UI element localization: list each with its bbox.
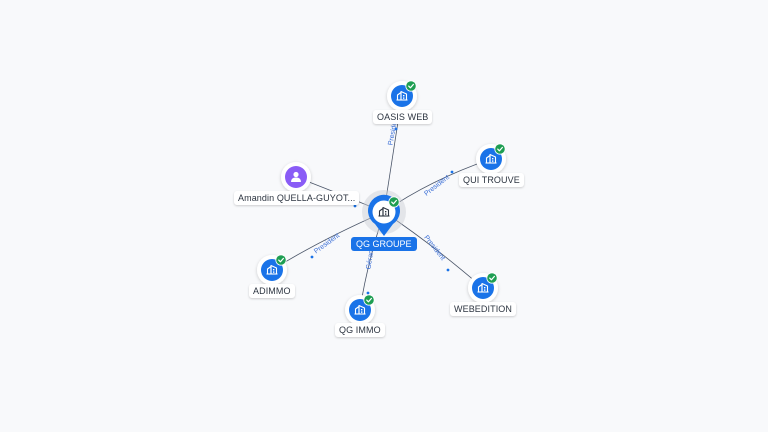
node-label-oasis[interactable]: OASIS WEB [373,110,433,124]
node-label-adimmo[interactable]: ADIMMO [249,284,295,298]
person-icon [291,171,301,182]
node-qui[interactable] [476,143,506,174]
node-label-qui[interactable]: QUI TROUVE [459,173,524,187]
verified-check-icon [363,294,375,306]
building-icon [396,90,408,101]
center-label[interactable]: QG GROUPE [351,237,417,251]
node-qgimmo[interactable] [345,294,375,325]
building-icon [378,206,390,217]
verified-check-icon [486,272,498,284]
node-label-qgimmo[interactable]: QG IMMO [335,323,385,337]
edge-arrow-adimmo [310,255,314,259]
verified-check-icon [388,196,400,208]
building-icon [485,153,497,164]
edge-label-webedition: President [422,234,446,262]
edge-label-qgimmo: Gérant [366,248,376,270]
building-icon [266,264,278,275]
verified-check-icon [405,80,417,92]
edge-arrow-oasis [394,127,398,131]
node-adimmo[interactable] [257,254,287,285]
node-oasis[interactable] [387,80,417,111]
building-icon [477,282,489,293]
verified-check-icon [275,254,287,266]
building-icon [354,304,366,315]
edge-arrow-webedition [446,268,450,272]
center-node[interactable] [362,190,406,236]
verified-check-icon [494,143,506,155]
node-label-webedition[interactable]: WEBEDITION [450,302,517,316]
edge-arrow-qgimmo [366,291,370,295]
node-webedition[interactable] [468,272,498,303]
edge-arrow-qui [450,170,454,174]
node-amandin[interactable] [281,162,311,192]
edge-arrow-amandin [353,204,357,208]
node-label-amandin[interactable]: Amandin QUELLA-GUYOT... [234,191,360,205]
